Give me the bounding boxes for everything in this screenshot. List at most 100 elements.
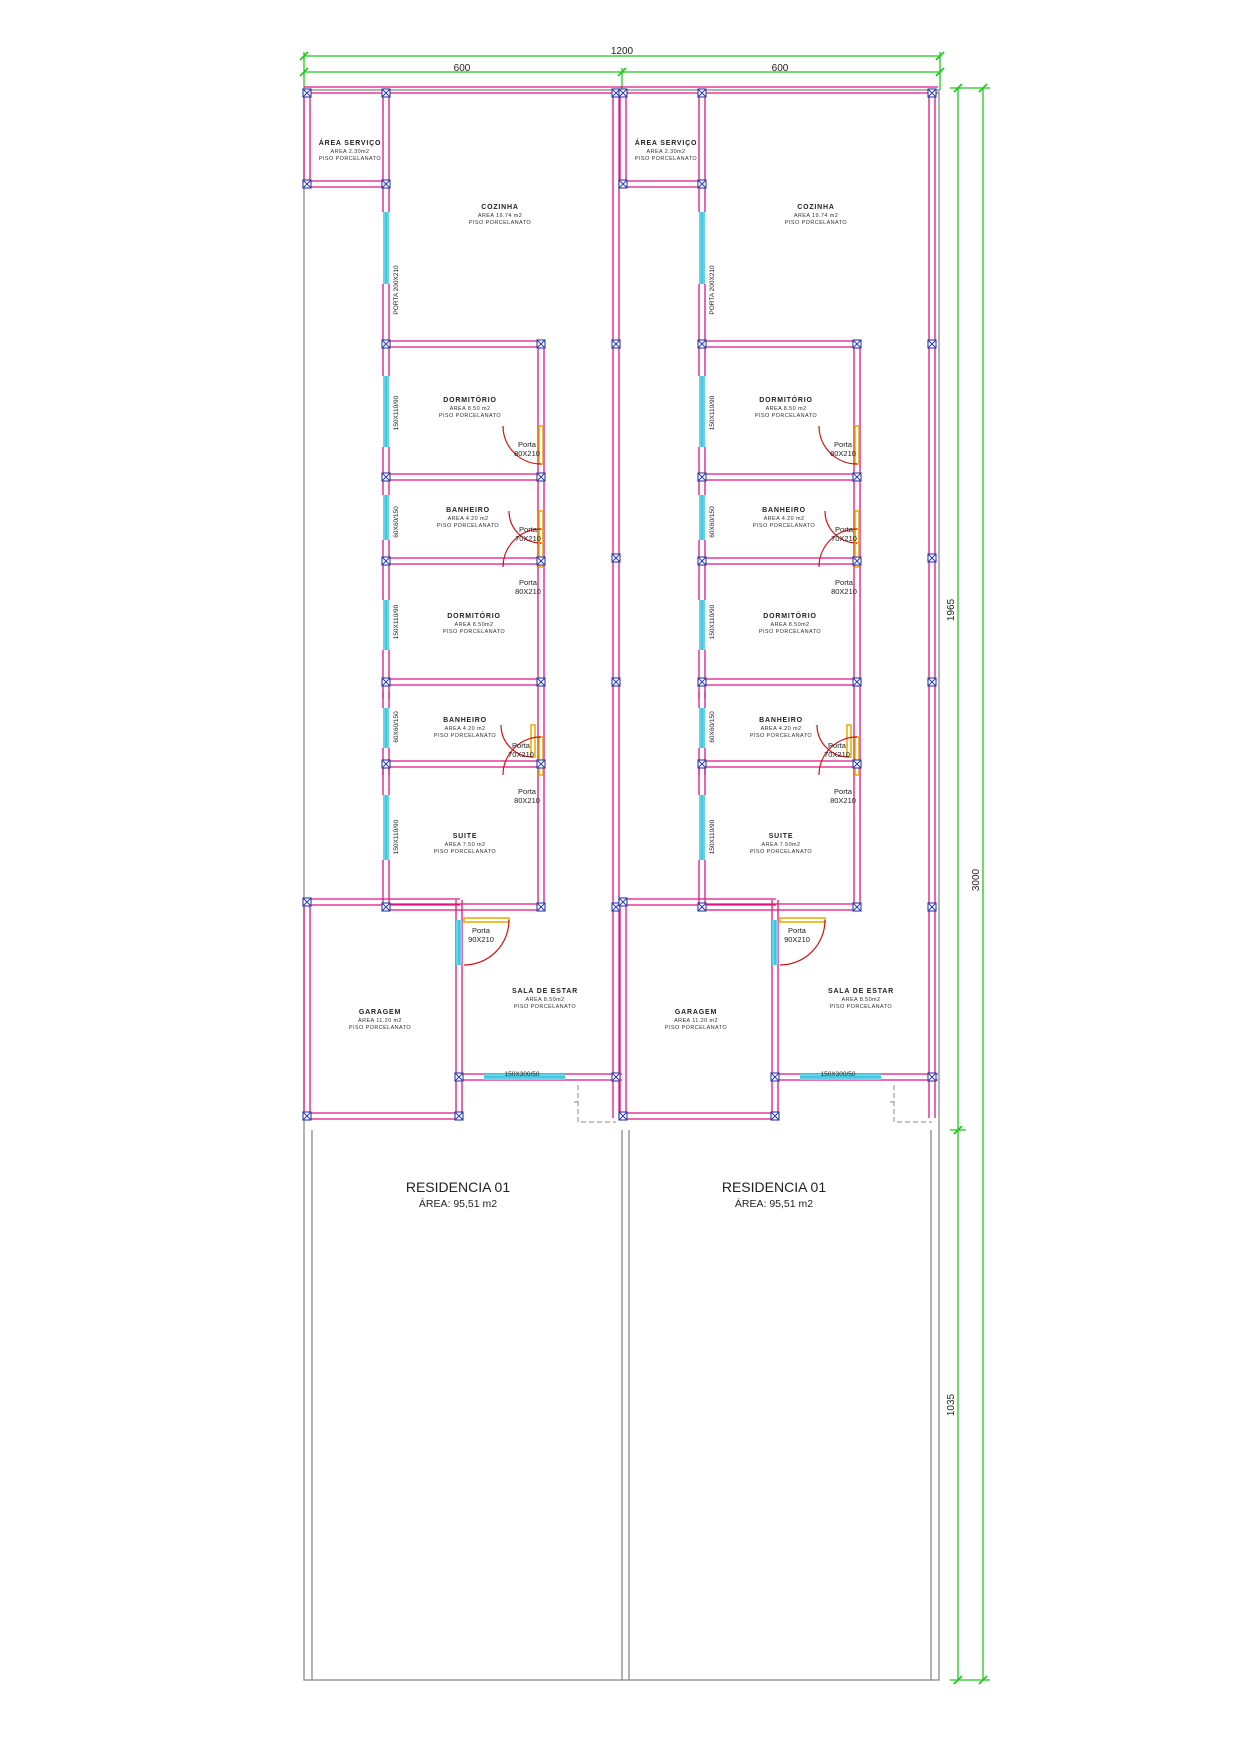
column-cross: [852, 472, 862, 482]
svg-text:80X210: 80X210: [830, 449, 856, 458]
door-suite: Porta 80X210: [514, 787, 540, 805]
svg-text:PISO PORCELANATO: PISO PORCELANATO: [514, 1004, 576, 1010]
column-cross: [927, 1072, 937, 1082]
column-cross: [611, 677, 621, 687]
column-cross: [697, 88, 707, 98]
door-dormitorio-2: Porta 80X210: [515, 578, 541, 596]
svg-text:PISO PORCELANATO: PISO PORCELANATO: [759, 629, 821, 635]
column-cross: [454, 1111, 464, 1121]
svg-text:DORMITÓRIO: DORMITÓRIO: [443, 395, 497, 404]
room-sala-de-estar: SALA DE ESTAR AREA 8.50m2 PISO PORCELANA…: [512, 988, 577, 1010]
column-cross: [852, 677, 862, 687]
svg-text:Porta: Porta: [518, 787, 537, 796]
svg-text:Porta: Porta: [519, 578, 538, 587]
residence-area: ÁREA: 95,51 m2: [735, 1197, 813, 1210]
door-swing: [779, 919, 826, 966]
label-janela-suite: 150X110/90: [709, 819, 716, 854]
label-janela-banheiro-1: 60X60/150: [709, 506, 716, 538]
label-janela-banheiro-2: 60X60/150: [393, 711, 400, 743]
room-banheiro-1: BANHEIRO AREA 4.20 m2 PISO PORCELANATO: [753, 507, 815, 529]
svg-text:DORMITÓRIO: DORMITÓRIO: [763, 611, 817, 620]
svg-text:PISO PORCELANATO: PISO PORCELANATO: [443, 629, 505, 635]
svg-text:PISO PORCELANATO: PISO PORCELANATO: [755, 413, 817, 419]
column-cross: [852, 902, 862, 912]
walls: [302, 86, 622, 1123]
column-cross: [381, 472, 391, 482]
label-janela-dormitorio-2: 150X110/90: [709, 604, 716, 639]
column-cross: [852, 556, 862, 566]
door-banheiro-2: Porta 70X210: [824, 741, 850, 759]
label-janela-sala: 150X300/50: [820, 1071, 855, 1078]
residence-area: ÁREA: 95,51 m2: [419, 1197, 497, 1210]
label-janela-dormitorio-2: 150X110/90: [393, 604, 400, 639]
room-garagem: GARAGEM AREA 11.20 m2 PISO PORCELANATO: [665, 1009, 727, 1031]
svg-text:COZINHA: COZINHA: [797, 204, 835, 211]
door-swing: [502, 425, 542, 465]
column-cross: [852, 759, 862, 769]
column-cross: [536, 472, 546, 482]
svg-text:70X210: 70X210: [508, 750, 534, 759]
label-porta-cozinha: PORTA 200X210: [709, 265, 716, 315]
column-cross: [611, 1072, 621, 1082]
svg-text:70X210: 70X210: [824, 750, 850, 759]
door-swing: [500, 724, 534, 758]
column-cross: [536, 759, 546, 769]
svg-text:PISO PORCELANATO: PISO PORCELANATO: [319, 156, 381, 162]
column-cross: [697, 677, 707, 687]
door-swing: [818, 425, 858, 465]
residence-2: ÁREA SERVIÇO AREA 2.30m2 PISO PORCELANAT…: [618, 86, 938, 1210]
dim-left-width: 600: [454, 63, 471, 74]
svg-text:PISO PORCELANATO: PISO PORCELANATO: [750, 849, 812, 855]
svg-text:Porta: Porta: [834, 787, 853, 796]
svg-text:80X210: 80X210: [830, 796, 856, 805]
column-cross: [770, 1072, 780, 1082]
column-cross: [302, 179, 312, 189]
svg-text:80X210: 80X210: [831, 587, 857, 596]
window-labels: PORTA 200X210 150X110/90 60X60/150 150X1…: [709, 265, 856, 1078]
svg-text:PISO PORCELANATO: PISO PORCELANATO: [469, 220, 531, 226]
column-cross: [618, 88, 628, 98]
svg-text:AREA 4.20 m2: AREA 4.20 m2: [764, 516, 805, 522]
door-dormitorio-1: Porta 80X210: [514, 440, 540, 458]
svg-text:AREA 8.50m2: AREA 8.50m2: [842, 997, 881, 1003]
residence-title: RESIDENCIA 01: [406, 1179, 510, 1195]
column-cross: [381, 556, 391, 566]
label-janela-dormitorio-1: 150X110/90: [709, 395, 716, 430]
door-banheiro-2: Porta 70X210: [508, 741, 534, 759]
label-porta-cozinha: PORTA 200X210: [393, 265, 400, 315]
room-area-servico: ÁREA SERVIÇO AREA 2.30m2 PISO PORCELANAT…: [635, 138, 697, 162]
svg-text:GARAGEM: GARAGEM: [359, 1009, 401, 1016]
svg-text:AREA 8.50m2: AREA 8.50m2: [455, 622, 494, 628]
svg-text:Porta: Porta: [512, 741, 531, 750]
dimension-lines: [303, 52, 990, 1681]
svg-text:AREA 8.50m2: AREA 8.50m2: [771, 622, 810, 628]
column-cross: [381, 759, 391, 769]
column-cross: [927, 339, 937, 349]
svg-text:PISO PORCELANATO: PISO PORCELANATO: [434, 849, 496, 855]
dim-right-width: 600: [772, 63, 789, 74]
door-dormitorio-1: Porta 80X210: [830, 440, 856, 458]
room-banheiro-2: BANHEIRO AREA 4.20 m2 PISO PORCELANATO: [434, 717, 496, 739]
svg-text:AREA 8.50 m2: AREA 8.50 m2: [766, 406, 807, 412]
svg-text:AREA 4.20 m2: AREA 4.20 m2: [448, 516, 489, 522]
column-cross: [536, 677, 546, 687]
room-cozinha: COZINHA AREA 19.74 m2 PISO PORCELANATO: [469, 204, 531, 226]
column-cross: [381, 179, 391, 189]
door-swing: [502, 528, 542, 568]
door-entrada: Porta 90X210: [784, 926, 810, 944]
svg-text:AREA 2.30m2: AREA 2.30m2: [647, 149, 686, 155]
dim-built-depth: 1965: [946, 598, 957, 621]
svg-text:70X210: 70X210: [515, 534, 541, 543]
column-cross: [611, 553, 621, 563]
door-entrada: Porta 90X210: [468, 926, 494, 944]
column-cross: [536, 556, 546, 566]
room-banheiro-1: BANHEIRO AREA 4.20 m2 PISO PORCELANATO: [437, 507, 499, 529]
svg-text:DORMITÓRIO: DORMITÓRIO: [447, 611, 501, 620]
door-banheiro-1: Porta 70X210: [831, 525, 857, 543]
door-banheiro-1: Porta 70X210: [515, 525, 541, 543]
door-swing: [463, 919, 510, 966]
svg-text:ÁREA SERVIÇO: ÁREA SERVIÇO: [319, 138, 382, 147]
residence-title: RESIDENCIA 01: [722, 1179, 826, 1195]
rooms: ÁREA SERVIÇO AREA 2.30m2 PISO PORCELANAT…: [319, 138, 577, 1031]
